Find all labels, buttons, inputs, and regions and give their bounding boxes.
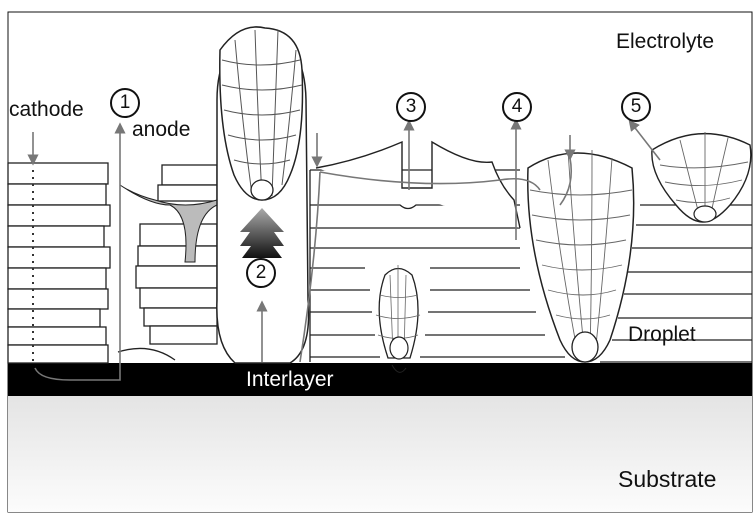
marker-3: 3 — [396, 92, 426, 122]
label-substrate: Substrate — [618, 466, 716, 493]
marker-5: 5 — [621, 92, 651, 122]
small-droplet — [376, 265, 420, 372]
substrate — [8, 396, 752, 512]
anode-stack — [118, 165, 217, 360]
marker-2: 2 — [246, 258, 276, 288]
marker-1: 1 — [110, 88, 140, 118]
label-anode: anode — [132, 118, 190, 142]
label-droplet: Droplet — [628, 323, 696, 347]
big-droplet — [528, 150, 634, 362]
label-cathode: cathode — [9, 98, 84, 122]
label-electrolyte: Electrolyte — [616, 30, 714, 54]
surface-profile — [316, 142, 520, 228]
marker-4: 4 — [502, 92, 532, 122]
ejected-droplet — [652, 132, 751, 222]
cathode-stack — [8, 163, 110, 363]
label-interlayer: Interlayer — [246, 368, 334, 392]
